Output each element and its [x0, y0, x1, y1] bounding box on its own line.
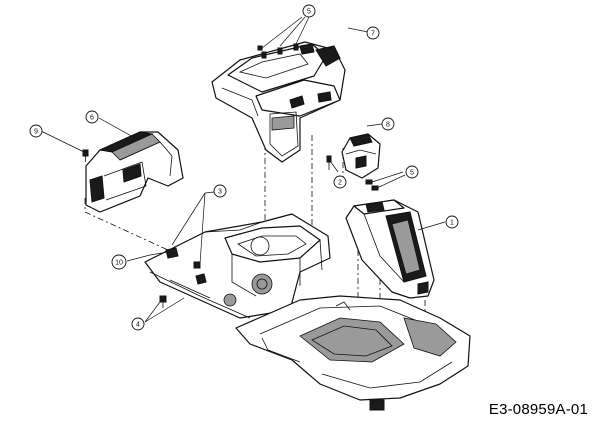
callout-5-top: 5 — [302, 4, 316, 18]
svg-text:10: 10 — [115, 260, 123, 267]
svg-text:4: 4 — [136, 322, 140, 329]
callout-2: 2 — [333, 175, 347, 189]
callout-9: 9 — [29, 124, 43, 138]
callout-4: 4 — [131, 317, 145, 331]
callout-1: 1 — [445, 215, 459, 229]
callout-10: 10 — [111, 254, 127, 270]
part-2-screw — [326, 155, 332, 170]
part-9-screw — [82, 149, 89, 162]
svg-text:1: 1 — [450, 220, 454, 227]
callout-5-right: 5 — [405, 165, 419, 179]
part-8-steering-cover — [341, 133, 381, 179]
svg-text:5: 5 — [307, 9, 311, 16]
svg-text:5: 5 — [410, 170, 414, 177]
svg-text:2: 2 — [338, 180, 342, 187]
floor-pan — [235, 295, 471, 411]
svg-text:6: 6 — [90, 115, 94, 122]
part-5-clips — [257, 45, 379, 191]
main-frame-chassis — [144, 213, 331, 319]
diagram-reference-code: E3-08959A-01 — [488, 401, 588, 418]
part-1-fender-tower — [345, 199, 435, 299]
part-7-dashboard-console — [211, 41, 346, 163]
svg-text:9: 9 — [34, 129, 38, 136]
callout-6: 6 — [85, 110, 99, 124]
callout-leaders — [40, 16, 446, 323]
callout-8: 8 — [381, 117, 395, 131]
part-6-side-cover — [85, 131, 184, 213]
svg-text:8: 8 — [386, 122, 390, 129]
callout-7: 7 — [366, 26, 380, 40]
svg-text:7: 7 — [371, 31, 375, 38]
callout-3: 3 — [213, 184, 227, 198]
svg-text:3: 3 — [218, 189, 222, 196]
